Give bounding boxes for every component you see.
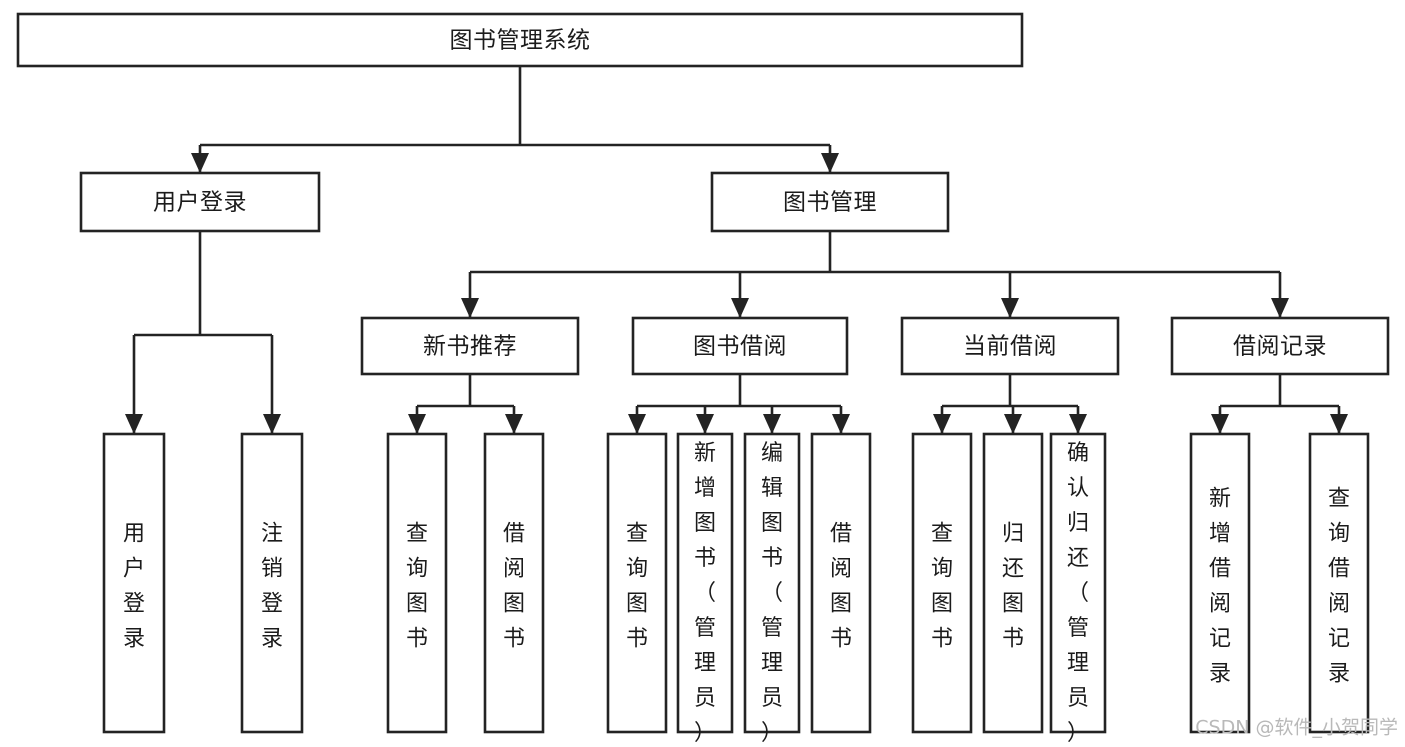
node-leaf-edit-book-admin[interactable]: 编辑图书（管理员） — [743, 432, 801, 746]
node-label: 查询图书 — [931, 521, 953, 651]
node-label: 新书推荐 — [423, 334, 517, 360]
node-new-book-recommend[interactable]: 新书推荐 — [360, 316, 580, 376]
node-label: 当前借阅 — [963, 334, 1057, 360]
node-label: 归还图书 — [1002, 521, 1024, 651]
node-label: 新增图书（管理员） — [694, 441, 716, 746]
nodes-layer: 图书管理系统用户登录图书管理新书推荐图书借阅当前借阅借阅记录用户登录注销登录查询… — [16, 12, 1390, 746]
node-label: 借阅图书 — [503, 521, 525, 651]
node-label: 图书管理系统 — [450, 28, 591, 54]
node-label: 编辑图书（管理员） — [761, 441, 783, 746]
csdn-watermark: CSDN @软件_小贺同学 — [1195, 717, 1398, 739]
node-label: 查询图书 — [626, 521, 648, 651]
node-label: 查询借阅记录 — [1328, 486, 1350, 686]
node-label: 图书管理 — [783, 190, 877, 216]
node-leaf-query-books-3[interactable]: 查询图书 — [911, 432, 973, 734]
node-leaf-query-books-1[interactable]: 查询图书 — [386, 432, 448, 734]
node-leaf-confirm-return-admin[interactable]: 确认归还（管理员） — [1049, 432, 1107, 746]
node-current-borrow[interactable]: 当前借阅 — [900, 316, 1120, 376]
node-leaf-return-books[interactable]: 归还图书 — [982, 432, 1044, 734]
node-label: 新增借阅记录 — [1209, 486, 1231, 686]
node-leaf-logout[interactable]: 注销登录 — [240, 432, 304, 734]
node-leaf-add-borrow-record[interactable]: 新增借阅记录 — [1189, 432, 1251, 734]
node-label: 借阅图书 — [830, 521, 852, 651]
node-book-borrow[interactable]: 图书借阅 — [631, 316, 849, 376]
node-leaf-add-book-admin[interactable]: 新增图书（管理员） — [676, 432, 734, 746]
node-user-login[interactable]: 用户登录 — [79, 171, 321, 233]
node-leaf-query-books-2[interactable]: 查询图书 — [606, 432, 668, 734]
node-leaf-user-login[interactable]: 用户登录 — [102, 432, 166, 734]
node-label: 确认归还（管理员） — [1067, 441, 1089, 746]
node-label: 用户登录 — [123, 521, 145, 651]
node-leaf-borrow-books-1[interactable]: 借阅图书 — [483, 432, 545, 734]
node-root[interactable]: 图书管理系统 — [16, 12, 1024, 68]
node-book-management[interactable]: 图书管理 — [710, 171, 950, 233]
node-leaf-query-borrow-record[interactable]: 查询借阅记录 — [1308, 432, 1370, 734]
node-borrow-record[interactable]: 借阅记录 — [1170, 316, 1390, 376]
node-label: 图书借阅 — [693, 334, 787, 360]
node-label: 查询图书 — [406, 521, 428, 651]
node-leaf-borrow-books-2[interactable]: 借阅图书 — [810, 432, 872, 734]
node-label: 注销登录 — [261, 521, 283, 651]
node-label: 用户登录 — [153, 190, 247, 216]
connectors-layer — [125, 66, 1348, 434]
node-label: 借阅记录 — [1233, 334, 1327, 360]
